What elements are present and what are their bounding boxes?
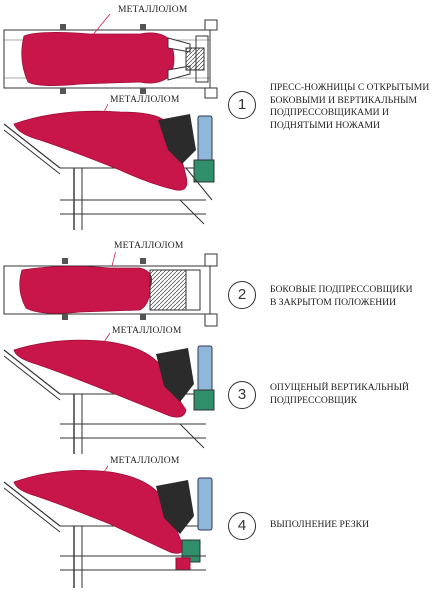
scrap-label-4: МЕТАЛЛОЛОМ xyxy=(110,326,184,337)
step-4-caption: ВЫПОЛНЕНИЕ РЕЗКИ xyxy=(270,519,369,532)
step2-top-view xyxy=(3,249,218,327)
closed-side-compactors xyxy=(149,269,187,311)
scrap-label-5: МЕТАЛЛОЛОМ xyxy=(108,456,182,467)
cut-piece xyxy=(175,557,191,571)
step-number-4: 4 xyxy=(228,512,256,540)
step-number-1: 1 xyxy=(228,91,256,119)
hydraulic-cylinder xyxy=(197,115,213,167)
scrap-label-1: МЕТАЛЛОЛОМ xyxy=(116,5,190,16)
caption-line: ОПУЩЕНЫЙ ВЕРТИКАЛЬНЫЙ xyxy=(270,382,409,393)
step-number-3: 3 xyxy=(228,381,256,409)
caption-line: ПОДПРЕССОВЩИК xyxy=(270,394,358,406)
caption-line: В ЗАКРЫТОМ ПОЛОЖЕНИИ xyxy=(270,296,397,308)
caption-line: ВЫПОЛНЕНИЕ РЕЗКИ xyxy=(270,519,370,530)
scrap-mass xyxy=(13,339,187,418)
scrap-mass xyxy=(13,110,188,191)
scrap-pile xyxy=(21,32,175,86)
scrap-label-2: МЕТАЛЛОЛОМ xyxy=(108,95,182,106)
step4-side-view xyxy=(3,462,213,588)
caption-line: БОКОВЫЕ ПОДПРЕССОВЩИКИ xyxy=(270,284,413,295)
scrap-mass xyxy=(13,469,185,554)
step1-top-view xyxy=(3,13,218,99)
hydraulic-cylinder xyxy=(197,345,213,395)
step-3-caption: ОПУЩЕНЫЙ ВЕРТИКАЛЬНЫЙ ПОДПРЕССОВЩИК xyxy=(270,382,409,407)
scrap-pile xyxy=(19,266,153,314)
vertical-compactor-lowered xyxy=(156,348,194,402)
step1-side-view xyxy=(3,103,215,230)
hydraulic-cylinder xyxy=(197,477,213,531)
step-1-caption: ПРЕСС-НОЖНИЦЫ С ОТКРЫТЫМИ БОКОВЫМИ И ВЕР… xyxy=(270,82,429,132)
caption-line: БОКОВЫМИ И ВЕРТИКАЛЬНЫМ xyxy=(270,94,418,106)
vertical-compactor-lowered xyxy=(156,480,194,534)
side-compactors xyxy=(167,35,209,83)
caption-line: ПРЕСС-НОЖНИЦЫ С ОТКРЫТЫМИ xyxy=(270,82,430,93)
scrap-label-3: МЕТАЛЛОЛОМ xyxy=(112,241,186,252)
caption-line: ПОДПРЕССОВЩИКАМИ И xyxy=(270,107,389,118)
step-2-caption: БОКОВЫЕ ПОДПРЕССОВЩИКИ В ЗАКРЫТОМ ПОЛОЖЕ… xyxy=(270,284,413,309)
step3-side-view xyxy=(3,332,215,454)
vertical-compactor xyxy=(158,114,196,164)
caption-line: ПОДНЯТЫМИ НОЖАМИ xyxy=(270,119,380,131)
step-number-2: 2 xyxy=(228,281,256,309)
